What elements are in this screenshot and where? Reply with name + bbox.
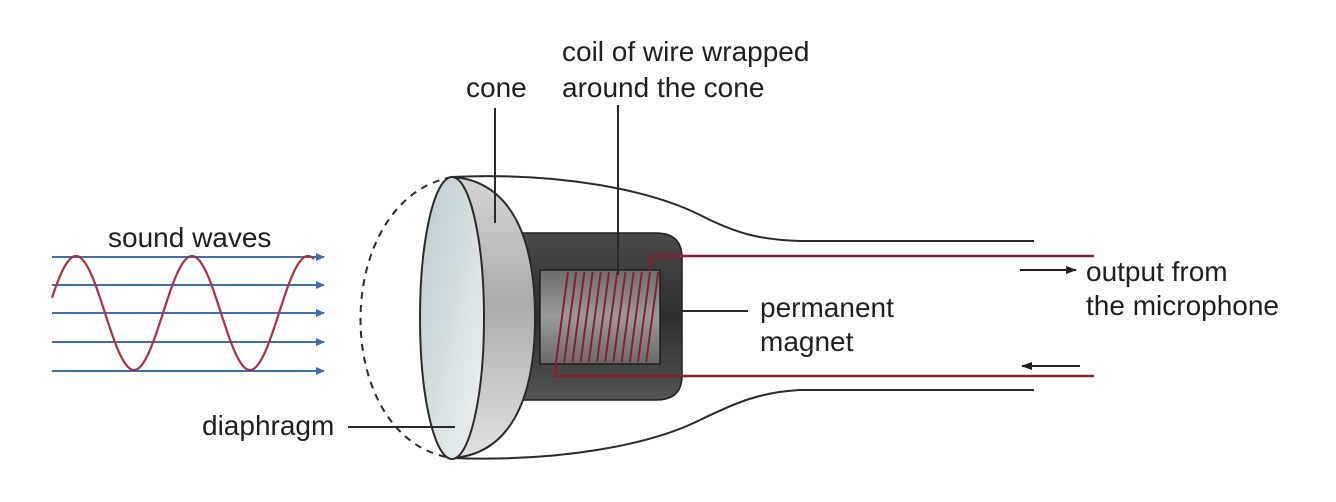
coil-turn — [628, 271, 643, 363]
coil-turn — [620, 271, 635, 363]
sine-wave — [50, 254, 315, 372]
label-output-line2: the microphone — [1086, 290, 1280, 321]
microphone-housing-lower — [451, 389, 1034, 460]
coil-turn — [587, 271, 602, 363]
label-coil-line2: around the cone — [562, 72, 765, 103]
microphone-housing — [451, 175, 1034, 242]
coil-turn — [563, 271, 578, 363]
label-permanent-line2: magnet — [760, 326, 854, 357]
label-permanent-line1: permanent — [760, 292, 894, 323]
sound-wave-arrows — [52, 253, 325, 375]
coil-turn — [571, 271, 586, 363]
output-wire-top — [648, 254, 1094, 270]
coil-turn — [596, 271, 610, 363]
label-output-line1: output from — [1086, 256, 1228, 287]
coil-turn — [645, 271, 660, 363]
coil-turn — [579, 271, 594, 363]
coil-turn — [612, 271, 627, 363]
coil-turn — [604, 271, 619, 363]
output-wire-bottom — [554, 362, 1094, 378]
label-sound-waves: sound waves — [108, 222, 272, 253]
diaphragm — [419, 176, 485, 460]
label-diaphragm: diaphragm — [202, 410, 335, 441]
label-coil-line1: coil of wire wrapped — [562, 36, 810, 67]
coil-windings — [555, 271, 660, 363]
coil-turn — [637, 271, 651, 363]
label-cone: cone — [466, 72, 527, 103]
coil-turn — [555, 271, 569, 363]
diaphragm-dashed-outline — [359, 176, 453, 459]
